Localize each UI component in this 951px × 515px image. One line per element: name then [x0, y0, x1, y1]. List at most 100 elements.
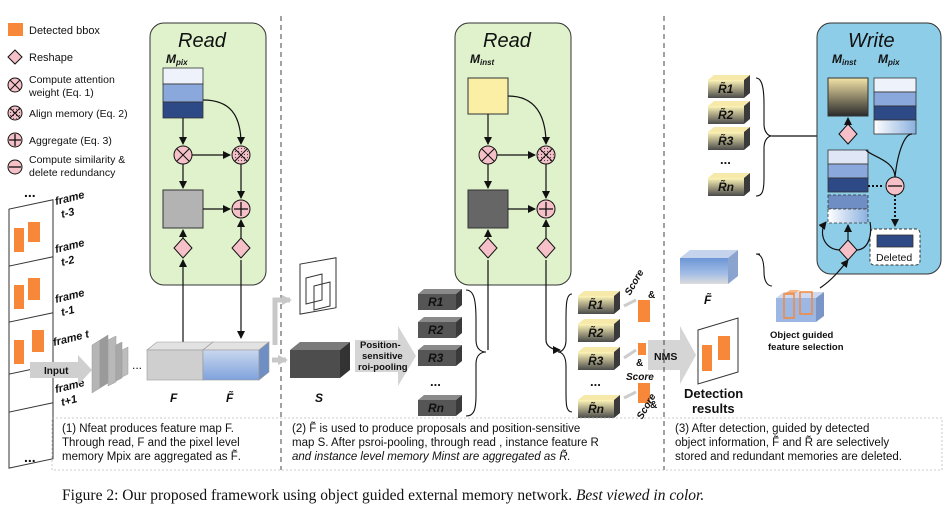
panel1-caption-2: Through read, F and the pixel level	[62, 437, 240, 449]
R-brace	[465, 289, 487, 417]
R-tilde-stack-top: R̃1 R̃2 R̃3 ... R̃n	[708, 75, 750, 196]
write-similarity-op	[885, 176, 905, 196]
legend-align-label: Align memory (Eq. 2)	[29, 108, 128, 120]
p2-reshape-right	[536, 237, 556, 259]
frames-dots-bottom: ...	[24, 449, 36, 465]
R-tilde-features: R̃1 R̃2 R̃3 ... R̃n Score & & Score & Sc…	[557, 268, 659, 422]
panel2-caption-3: and instance level memory Minst are aggr…	[292, 450, 571, 463]
legend-attention-label: Compute attention	[29, 74, 115, 86]
nms-arrow: NMS	[648, 326, 696, 384]
figure-caption-prefix: Figure 2: Our proposed framework using o…	[62, 487, 572, 504]
Rt2-label-mid: R̃2	[588, 325, 604, 340]
R3-block	[418, 345, 462, 366]
p1-reshape-right	[231, 237, 251, 259]
legend-similarity-icon	[7, 159, 23, 175]
Rt2-label-top: R̃2	[718, 107, 734, 122]
p1-arrows	[179, 99, 245, 350]
figure-caption-emph: Best viewed in color.	[576, 487, 704, 504]
frame-t-3	[8, 199, 54, 268]
write-mpix-memory	[873, 77, 917, 135]
minst-memory	[467, 77, 509, 115]
minst-label: Minst	[470, 52, 495, 67]
proposal-map	[299, 257, 337, 315]
F-tilde-label-p3: F̃	[704, 292, 712, 307]
write-reshape-top	[838, 123, 858, 145]
S-label: S	[315, 391, 323, 405]
legend-bbox-swatch	[8, 23, 23, 36]
legend-aggregate-icon	[7, 132, 23, 148]
Rn-block	[418, 395, 462, 416]
frame-label-t-3-sub: t-3	[60, 206, 76, 221]
Rt3-block-mid	[578, 347, 620, 370]
R1-block	[418, 289, 462, 310]
detection-label-2: results	[692, 401, 735, 416]
p1-align-op	[231, 145, 251, 165]
Ft-brace	[755, 253, 773, 287]
p1-aggregate-op	[231, 199, 251, 219]
Rtn-block-top	[708, 173, 750, 196]
panel3-caption-1: (3) After detection, guided by detected	[675, 423, 869, 435]
legend-attention-icon	[7, 77, 23, 93]
Rt2-block-top	[708, 101, 750, 124]
frame-label-t: frame t	[52, 328, 92, 349]
Rt-brace	[557, 293, 573, 413]
mpix-memory	[162, 67, 204, 119]
R2-label: R2	[428, 323, 444, 337]
feature-map-F-tilde-p3	[680, 250, 738, 284]
input-arrow: Input	[30, 355, 92, 385]
frame-label-t-2: frame	[54, 237, 86, 256]
legend-attention-label2: weight (Eq. 1)	[28, 87, 94, 99]
R1-label: R1	[428, 295, 444, 309]
panel2-caption-2: map S. After psroi-pooling, through read…	[292, 437, 599, 449]
frame-label-t+1-sub: t+1	[60, 393, 79, 409]
legend-align-icon	[7, 105, 23, 121]
detection-results-image	[697, 317, 739, 385]
Rt1-block-mid	[578, 291, 620, 314]
selection-label-2: feature selection	[768, 342, 844, 353]
Rt3-label-top: R̃3	[718, 133, 734, 148]
deleted-label: Deleted	[876, 252, 912, 264]
p2-align-op	[536, 145, 556, 165]
frame-label-t-1: frame	[54, 287, 86, 306]
mpix-label: Mpix	[166, 52, 188, 67]
p2-reshape-left	[478, 237, 498, 259]
panel-3: Detection results F̃	[675, 22, 942, 463]
R3-label: R3	[428, 351, 444, 365]
frame-label-t-3: frame	[54, 189, 86, 208]
legend-similarity-label: Compute similarity &	[29, 154, 125, 166]
nfeat-network: ...	[91, 334, 142, 394]
legend-reshape-icon	[7, 49, 23, 65]
score-amp-2: &	[636, 358, 643, 369]
Rt3-block-top	[708, 127, 750, 150]
nms-label: NMS	[654, 351, 677, 363]
frames-dots-top: ...	[24, 184, 36, 200]
Rn-label: Rn	[428, 401, 444, 415]
panel-1: Read Mpix	[62, 22, 270, 463]
Rt1-label-top: R̃1	[718, 81, 734, 96]
feature-map-S	[290, 342, 350, 378]
Rtn-block-mid	[578, 395, 620, 418]
read-inst-title: Read	[483, 30, 532, 52]
F-label: F	[170, 391, 178, 405]
write-minst-memory	[827, 77, 869, 117]
legend-reshape-label: Reshape	[29, 52, 73, 64]
detection-label-1: Detection	[684, 386, 743, 401]
feature-map-F-tilde	[202, 341, 270, 381]
score-label-2: Score	[626, 372, 654, 383]
caption-frame	[51, 417, 943, 471]
Rt-dots-top: ...	[720, 152, 731, 167]
panel3-caption-3: stored and redundant memories are delete…	[675, 451, 902, 463]
object-guided-selection	[776, 290, 824, 322]
psroi-label-2: sensitive	[362, 351, 403, 362]
read-pix-title: Read	[178, 30, 227, 52]
p2-arrows	[484, 95, 561, 354]
score-amp-1: &	[648, 290, 655, 301]
p2-aggregate-op	[536, 199, 556, 219]
panel1-caption-1: (1) Nfeat produces feature map F.	[62, 423, 234, 435]
p1-reshape-left	[173, 237, 193, 259]
frame-t+1	[8, 402, 54, 469]
legend: Detected bbox Reshape Compute attention …	[7, 23, 128, 179]
write-title: Write	[848, 30, 895, 52]
p2-attention-op	[478, 145, 498, 165]
